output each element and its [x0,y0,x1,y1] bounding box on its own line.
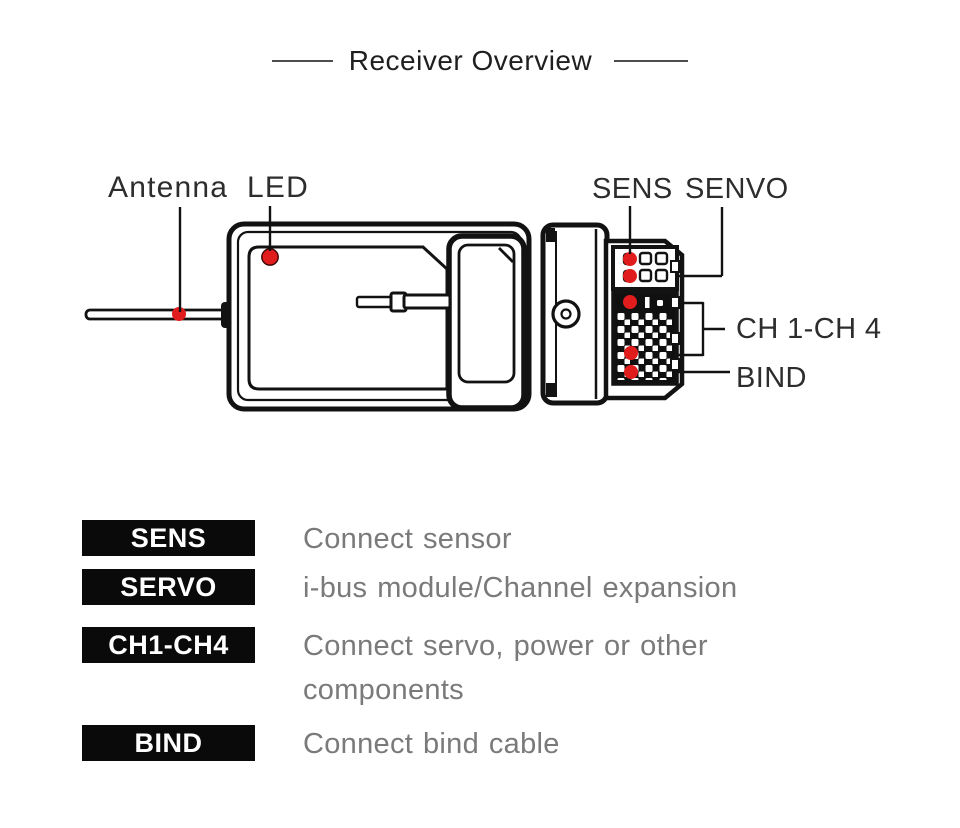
legend-desc-ch1-ch4-line2: components [303,674,464,706]
ch-pin-marker-top [623,295,637,309]
callout-lines [178,206,730,374]
legend-badge-ch1-ch4: CH1-CH4 [82,627,255,663]
servo-label: SENVO [685,173,789,205]
receiver-top-view [84,221,532,412]
grommet-inner [560,308,572,320]
page-title: Receiver Overview [348,45,593,76]
receiver-end-view [540,222,685,406]
legend-desc-sens: Connect sensor [303,523,512,555]
receiver-top-panel [247,245,449,391]
legend-badge-sens: SENS [82,520,255,556]
sens-label: SENS [592,173,673,205]
antenna-label: Antenna [108,171,228,204]
bind-indicator-bar [645,297,650,308]
receiver-diagram: Antenna LED SENS SENVO CH 1-CH 4 BIND [84,171,881,412]
end-body-notch-top [546,228,555,242]
legend-row-ch1-ch4: CH1-CH4 Connect servo, power or other co… [82,624,708,712]
led-marker [261,248,279,266]
sens-pin-marker [623,252,637,266]
servo-pin-marker [623,269,637,283]
internal-pin-bar [402,293,452,310]
title-dash-right [614,59,689,63]
legend-badge-bind: BIND [82,725,255,761]
antenna-marker [172,307,186,321]
legend-row-bind: BIND Connect bind cable [82,722,560,766]
legend-row-sens: SENS Connect sensor [82,517,512,561]
legend-badge-servo: SERVO [82,569,255,605]
legend-desc-ch1-ch4-line1: Connect servo, power or other [303,630,708,662]
bind-pin-marker [624,365,638,379]
legend-desc-ch1-ch4: Connect servo, power or other components [303,624,708,712]
led-label: LED [247,171,309,204]
legend-row-servo: SERVO i-bus module/Channel expansion [82,566,737,610]
band-dot [657,300,663,306]
end-body-notch-bottom [546,383,555,397]
connector-block-inner [457,243,516,384]
page-title-row: Receiver Overview [0,44,960,78]
title-dash-left [271,59,333,63]
ch1-ch4-label: CH 1-CH 4 [736,313,881,345]
legend-desc-servo: i-bus module/Channel expansion [303,572,738,604]
bind-label: BIND [736,362,807,394]
ch-pin-marker-bottom [624,346,638,360]
connector-block-chamfer [498,247,514,263]
legend-desc-bind: Connect bind cable [303,728,560,760]
antenna-wire [84,308,228,321]
